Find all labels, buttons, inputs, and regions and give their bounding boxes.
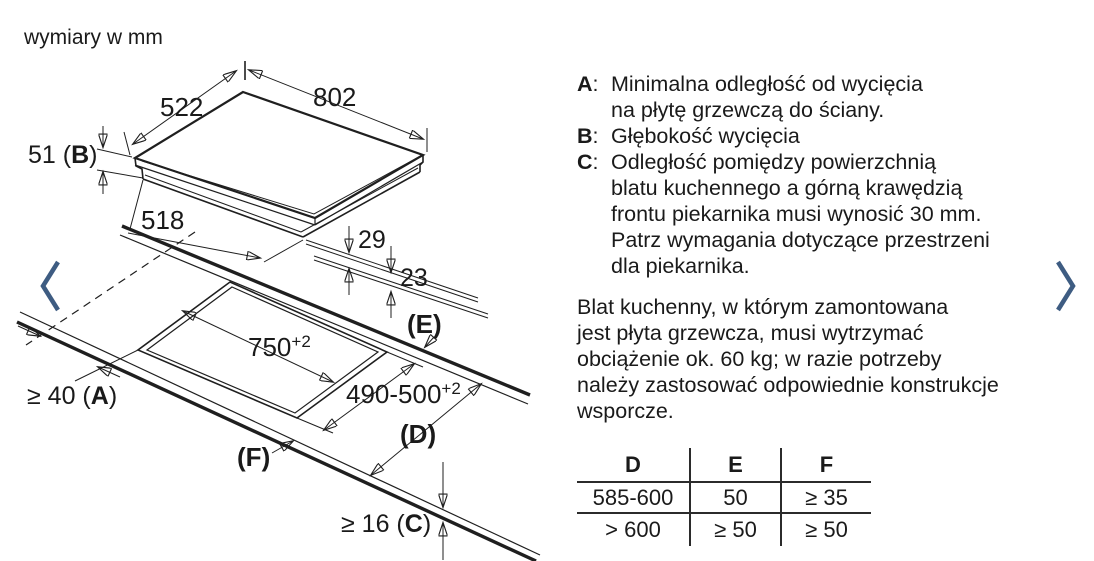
worktop-load-note: Blat kuchenny, w którym zamontowana jest… [577,295,999,423]
dim-hob-base-518: 518 [127,179,304,263]
definition-c-cont: dla piekarnika. [611,254,750,278]
dim-hob-height-51B: 51 (B) [28,126,144,194]
hob-width-label: 802 [313,82,356,112]
dim-worktop-thickness-C: ≥ 16 (C) [341,462,443,560]
chevron-left-icon [40,260,60,312]
cutout-depth-label: 490-500+2 [346,379,461,409]
f-label: (F) [237,442,270,472]
table-header-e: E [690,448,782,483]
hob-height-label: 51 (B) [28,141,97,169]
worktop-thickness-label: ≥ 16 (C) [341,510,431,538]
installation-diagram: 750+2 490-500+2 (E) (D) (F) ≥ 40 ( [16,61,541,561]
dim-hob-width-802: 802 [249,70,428,152]
dim-hob-depth-522: 522 [123,61,246,156]
def-dimension-table: D E F 585-600 50 ≥ 35 > 600 ≥ 50 ≥ 50 [577,448,871,546]
definition-a: A:Minimalna odległość od wycięcia [577,72,923,96]
side-clearance-label: ≥ 40 (A) [27,382,117,410]
definition-a-cont: na płytę grzewczą do ściany. [611,98,885,122]
dim-profile-23: 23 [391,246,428,318]
table-row: > 600 ≥ 50 ≥ 50 [577,512,871,546]
dim-worktop-depth-D: (D) [371,384,481,475]
letter-definitions: A:Minimalna odległość od wycięcia na pły… [577,71,1082,279]
units-note: wymiary w mm [24,26,163,49]
profile-23-label: 23 [400,264,428,292]
definition-c-cont: frontu piekarnika musi wynosić 30 mm. [611,202,982,226]
definition-c: C:Odległość pomiędzy powierzchnią [577,150,937,174]
cutout-width-label: 750+2 [248,332,311,362]
definition-c-cont: blatu kuchennego a górną krawędzią [611,176,963,200]
hob-drawing [132,90,489,319]
d-label: (D) [400,419,436,449]
dim-cutout-width: 750+2 [183,311,333,382]
table-header-d: D [577,448,691,483]
chevron-right-icon [1056,260,1076,312]
definition-b: B:Głębokość wycięcia [577,124,800,148]
carousel-next-button[interactable] [1050,258,1080,314]
definition-c-cont: Patrz wymagania dotyczące przestrzeni [611,228,990,252]
dim-side-clearance-A: ≥ 40 (A) [17,325,121,410]
label-E: (E) [407,309,442,347]
wall-reference-dashed-line [25,231,196,346]
profile-29-label: 29 [358,226,386,254]
hob-base-width-label: 518 [141,205,184,235]
carousel-prev-button[interactable] [36,258,66,314]
table-row: 585-600 50 ≥ 35 [577,482,871,513]
hob-depth-label: 522 [160,92,203,122]
table-header-f: F [781,448,871,483]
label-F: (F) [237,441,293,472]
e-label: (E) [407,309,442,339]
dim-profile-29: 29 [349,226,386,295]
